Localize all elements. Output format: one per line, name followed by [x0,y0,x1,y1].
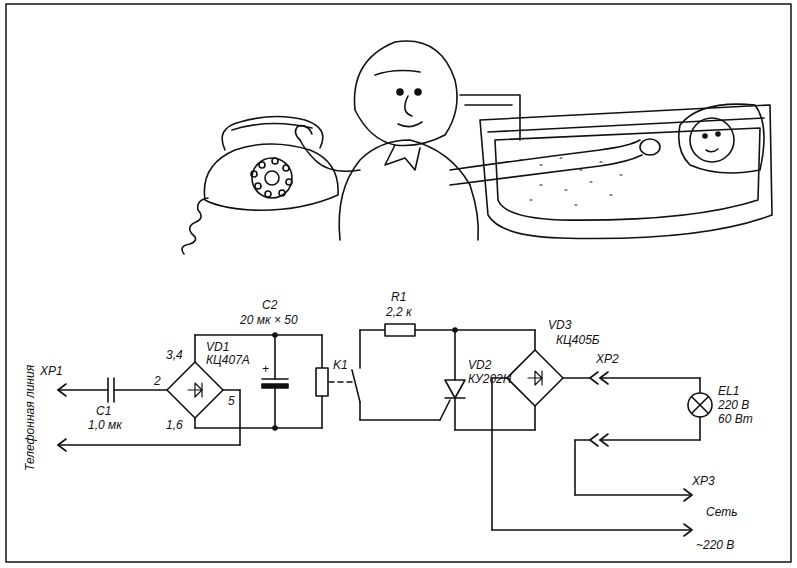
cartoon-illustration [182,41,772,254]
part-label: VD3 [548,318,571,332]
line-label: Телефонная линия [23,365,37,471]
pin-number: 5 [228,394,235,408]
part-label: C1 [96,404,111,418]
value-label: 60 Вт [718,412,753,426]
part-type: КУ202Н [468,372,511,386]
connector-label: XP3 [692,474,715,488]
part-label: K1 [333,358,348,372]
value-label: 20 мк × 50 [240,313,298,327]
pin-number: 3,4 [166,348,183,362]
part-type: КЦ407А [206,353,250,367]
connector-label: XP1 [40,364,63,378]
polarity-mark: + [262,362,269,376]
part-label: EL1 [718,384,739,398]
mains-label: Сеть [706,505,738,519]
pin-number: 2 [154,374,161,388]
value-label: 2,2 к [386,305,412,319]
part-label: C2 [262,298,277,312]
part-label: VD1 [206,340,229,354]
mains-label: ~220 В [696,538,734,552]
circuit-wires [58,324,712,536]
connector-label: XP2 [596,352,619,366]
part-label: R1 [391,290,406,304]
part-label: VD2 [468,358,491,372]
frame [6,4,791,562]
value-label: 1,0 мк [88,418,122,432]
value-label: 220 В [718,398,749,412]
pin-number: 1,6 [166,418,183,432]
part-type: КЦ405Б [556,333,600,347]
